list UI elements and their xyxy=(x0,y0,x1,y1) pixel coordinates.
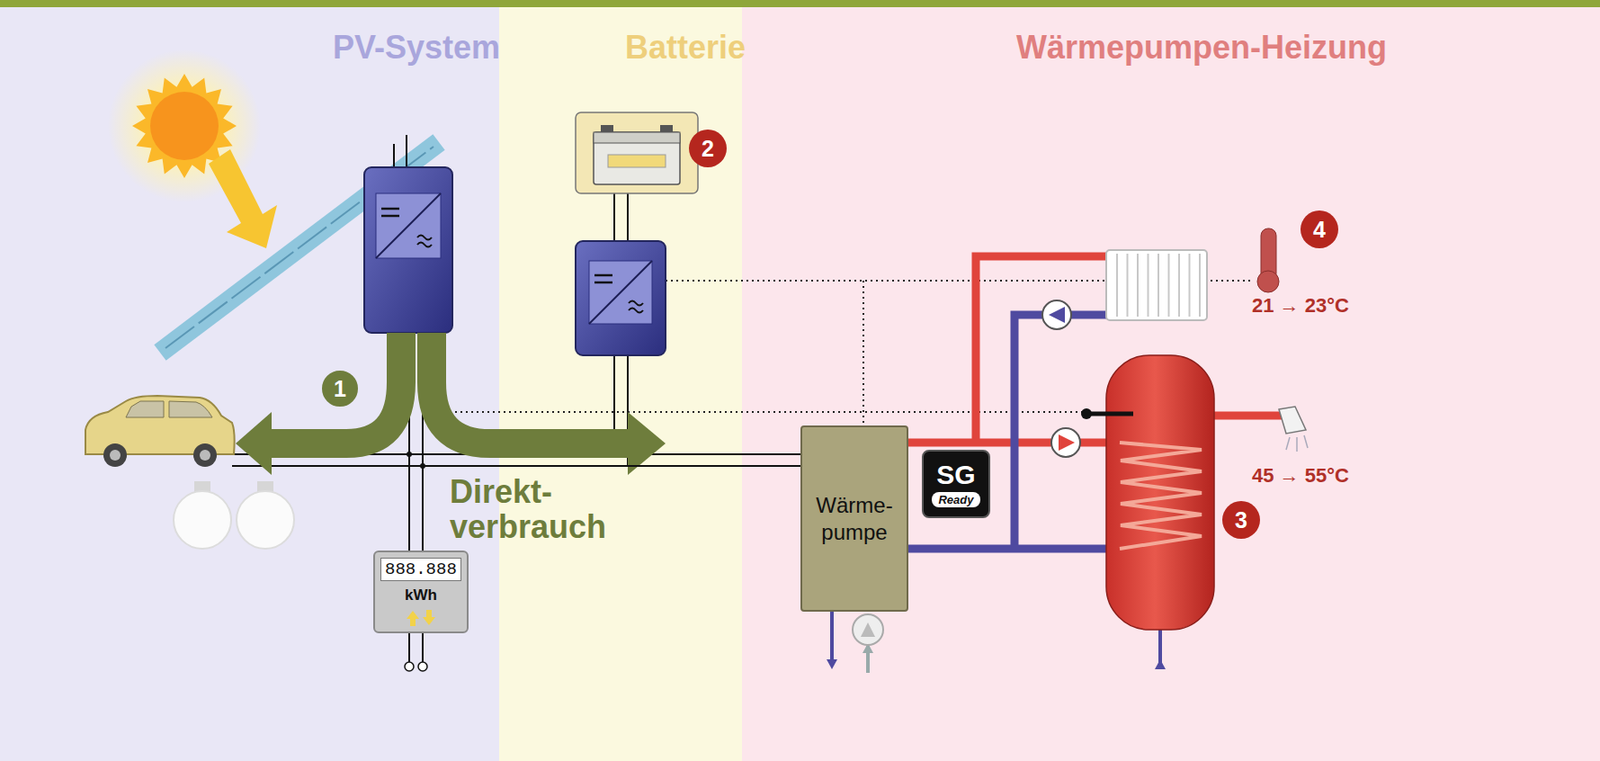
terminal xyxy=(404,661,414,671)
sg-ready-badge: SG Ready xyxy=(921,449,991,519)
flow-arrow xyxy=(1154,659,1166,670)
power-wire xyxy=(422,465,801,551)
band-panel: PV-System 888.888 kWh xyxy=(0,7,500,761)
callout-circle xyxy=(1300,210,1339,249)
callout-number: 3 xyxy=(1223,501,1260,538)
circulation-pump xyxy=(1042,300,1072,330)
brine-pump xyxy=(852,614,884,645)
band-panel: Batterie xyxy=(499,7,742,761)
radiator xyxy=(1106,250,1207,321)
temperature-sensor xyxy=(1081,408,1134,420)
callout-number: 4 xyxy=(1301,211,1338,248)
thermometer xyxy=(1257,228,1279,293)
car xyxy=(85,395,235,467)
junction xyxy=(406,451,412,457)
callout-number: 2 xyxy=(689,130,726,167)
temperature-label: 21 → 23°C xyxy=(1251,294,1350,318)
battery xyxy=(575,112,698,194)
flow-arrows xyxy=(235,332,666,475)
node-label: 888.888 xyxy=(380,557,462,582)
wires xyxy=(232,134,801,662)
circulation-pump xyxy=(1051,428,1081,457)
node-sublabel: Ready xyxy=(931,491,980,508)
band-title: Batterie xyxy=(625,28,746,67)
sun xyxy=(107,49,278,249)
heat-pump-box: Wärme- pumpe xyxy=(800,425,909,612)
node-label: Wärme- pumpe xyxy=(809,491,900,546)
pv-inverter xyxy=(364,167,453,333)
node-label: SG xyxy=(936,461,975,489)
band-ground xyxy=(499,7,742,761)
node-sublabel: kWh xyxy=(404,586,438,605)
shower-head xyxy=(1278,406,1308,452)
flow-label: Direkt- verbrauch xyxy=(449,474,644,546)
light-bulbs xyxy=(173,481,295,549)
callout-circle xyxy=(688,129,727,168)
band-ground xyxy=(741,7,1600,761)
callout-number: 1 xyxy=(321,370,358,407)
energy-meter-box: 888.888 kWh xyxy=(373,550,469,634)
meter-arrows xyxy=(402,607,439,628)
band-panel: Wärmepumpen-HeizungWärme- pumpe SG Ready xyxy=(741,7,1600,761)
callout-circle xyxy=(321,369,359,408)
flow-arrow xyxy=(826,659,838,670)
terminal xyxy=(418,661,428,671)
band-title: PV-System xyxy=(332,28,501,67)
battery-inverter xyxy=(575,241,666,356)
top-bar xyxy=(0,0,1600,8)
callout-circle xyxy=(1222,500,1261,539)
band-title: Wärmepumpen-Heizung xyxy=(1016,28,1387,67)
temperature-label: 45 → 55°C xyxy=(1251,464,1350,488)
hot-water-tank xyxy=(1106,355,1215,630)
